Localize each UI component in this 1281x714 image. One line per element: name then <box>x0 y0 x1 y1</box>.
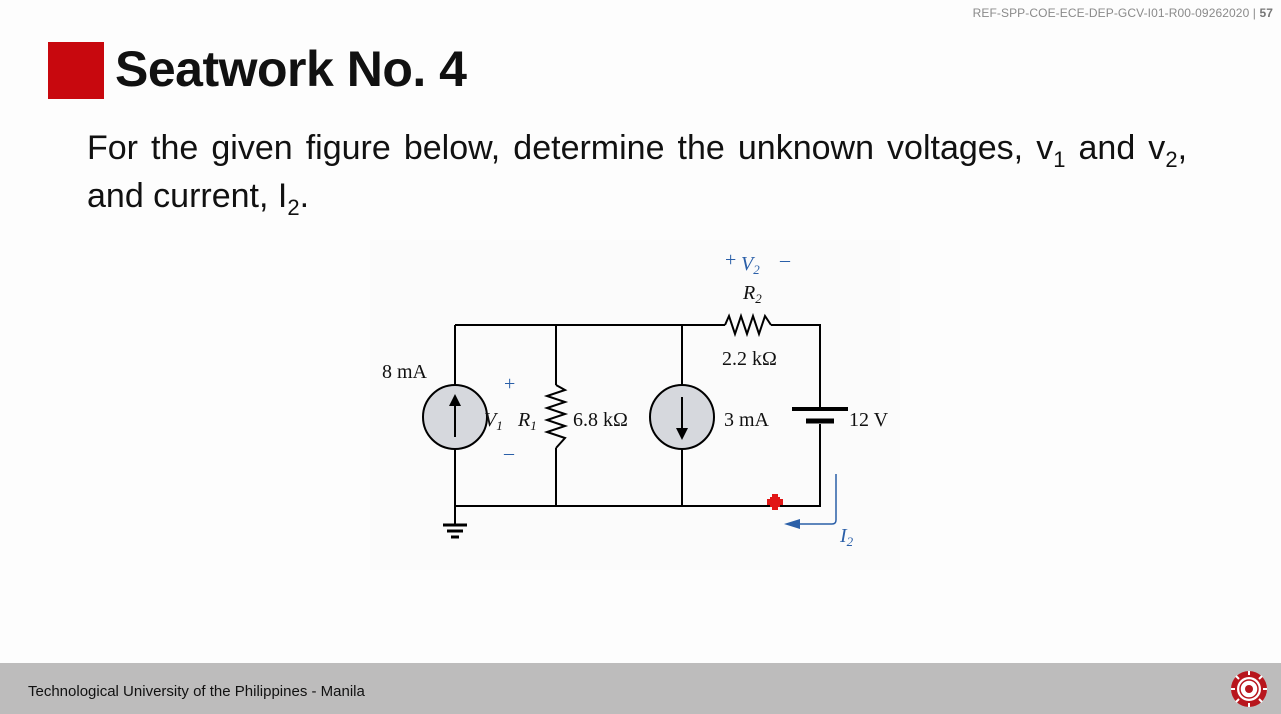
title-accent-square <box>48 42 104 99</box>
red-cursor-marker <box>767 494 783 510</box>
current-source-3ma <box>649 384 715 450</box>
v1-label: V1 <box>484 409 503 433</box>
bottom-wire <box>455 424 821 507</box>
r1-label: R1 <box>517 409 537 433</box>
question-subscript: 2 <box>287 195 300 220</box>
institution-name: Technological University of the Philippi… <box>28 683 365 700</box>
top-wire-right <box>771 324 821 408</box>
current-i2-arrow <box>784 474 837 529</box>
source1-label: 8 mA <box>382 361 428 383</box>
circuit-diagram: 8 mA + V1 R1 – 6.8 kΩ 3 mA 12 V + V2 – R… <box>370 240 900 570</box>
page-number: 57 <box>1259 6 1273 20</box>
question-part: , and current, I <box>87 129 1188 215</box>
v2-plus: + <box>725 249 736 271</box>
resistor-r2 <box>724 312 772 338</box>
circuit-wires <box>454 312 821 524</box>
slide-title: Seatwork No. 4 <box>115 41 467 97</box>
arrow-down-icon <box>676 428 688 440</box>
r2-label: R2 <box>742 282 762 306</box>
ground-icon <box>443 523 467 539</box>
question-subscript: 2 <box>1165 147 1178 172</box>
battery-12v <box>792 407 848 424</box>
footer-bar: Technological University of the Philippi… <box>0 663 1281 714</box>
arrow-up-icon <box>449 394 461 406</box>
question-subscript: 1 <box>1053 147 1066 172</box>
document-reference-code: REF-SPP-COE-ECE-DEP-GCV-I01-R00-09262020… <box>973 6 1273 20</box>
battery-label: 12 V <box>849 409 889 431</box>
question-part: and v <box>1065 129 1166 167</box>
v1-plus: + <box>504 373 515 395</box>
v2-minus: – <box>779 249 791 271</box>
r1-value: 6.8 kΩ <box>573 409 628 431</box>
r2-value: 2.2 kΩ <box>722 348 777 370</box>
v1-minus: – <box>503 442 515 464</box>
ref-code-text: REF-SPP-COE-ECE-DEP-GCV-I01-R00-09262020… <box>972 6 1260 20</box>
v2-label: V2 <box>741 253 760 277</box>
source2-label: 3 mA <box>724 409 770 431</box>
question-text: For the given figure below, determine th… <box>87 124 1187 220</box>
question-part: For the given figure below, determine th… <box>87 129 1054 167</box>
resistor-r1 <box>543 384 569 449</box>
question-part: . <box>299 177 310 215</box>
tup-seal-icon <box>1231 671 1267 707</box>
current-source-8ma <box>422 384 488 450</box>
i2-label: I2 <box>839 525 854 549</box>
